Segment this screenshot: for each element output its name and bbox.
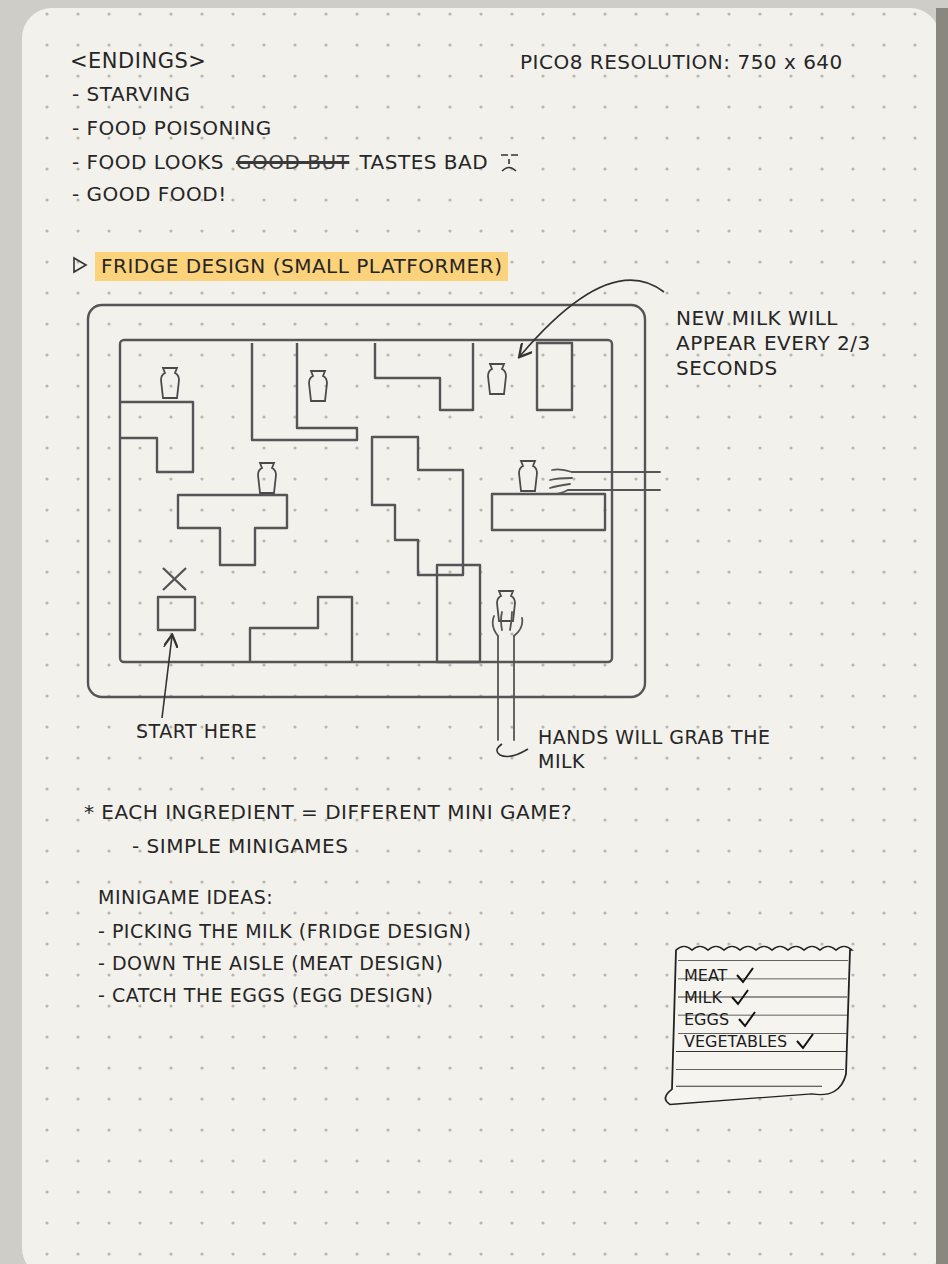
handwritten-note: * EACH INGREDIENT = DIFFERENT MINI GAME? — [84, 800, 572, 825]
list-item: MEAT — [684, 966, 727, 985]
bullet-triangle — [74, 258, 86, 272]
handwritten-note: FRIDGE DESIGN (SMALL PLATFORMER) — [95, 252, 508, 281]
page-edge — [936, 8, 948, 1264]
check-mark — [730, 988, 750, 1006]
paper — [22, 8, 940, 1264]
sad-face — [498, 151, 520, 175]
handwritten-note: - CATCH THE EGGS (EGG DESIGN) — [98, 984, 433, 1008]
check-mark — [735, 966, 755, 984]
handwritten-note: - PICKING THE MILK (FRIDGE DESIGN) — [98, 920, 471, 944]
handwritten-note: - SIMPLE MINIGAMES — [132, 834, 348, 859]
handwritten-note: NEW MILK WILL APPEAR EVERY 2/3 SECONDS — [676, 306, 911, 381]
handwritten-note: HANDS WILL GRAB THE MILK — [538, 726, 798, 774]
list-item: VEGETABLES — [684, 1032, 787, 1051]
handwritten-note: START HERE — [136, 720, 257, 744]
handwritten-note: - STARVING — [72, 82, 190, 107]
handwritten-note: - FOOD LOOKS — [72, 150, 224, 175]
dot-grid — [22, 8, 940, 1264]
leader-lines — [162, 280, 664, 756]
handwritten-note: GOOD BUT — [236, 150, 349, 175]
list-row: MILK — [684, 986, 844, 1008]
list-row: MEAT — [684, 964, 844, 986]
handwritten-note: MINIGAME IDEAS: — [98, 886, 273, 910]
handwritten-note: - GOOD FOOD! — [72, 182, 227, 207]
list-row: EGGS — [684, 1008, 844, 1030]
list-item: EGGS — [684, 1010, 729, 1029]
check-mark — [737, 1010, 757, 1028]
milk-bottles — [161, 364, 537, 621]
shopping-list: MEAT MILK EGGS VEGETABLES — [662, 938, 862, 1112]
handwritten-note: - DOWN THE AISLE (MEAT DESIGN) — [98, 952, 443, 976]
handwritten-note: - FOOD POISONING — [72, 116, 272, 141]
list-row: VEGETABLES — [684, 1030, 844, 1052]
handwritten-note: <ENDINGS> — [70, 48, 206, 74]
handwritten-note: TASTES BAD — [359, 150, 488, 175]
list-item: MILK — [684, 988, 722, 1007]
handwritten-note: PICO8 RESOLUTION: 750 x 640 — [520, 50, 843, 75]
grabbing-hands — [493, 469, 660, 740]
check-mark — [795, 1032, 815, 1050]
